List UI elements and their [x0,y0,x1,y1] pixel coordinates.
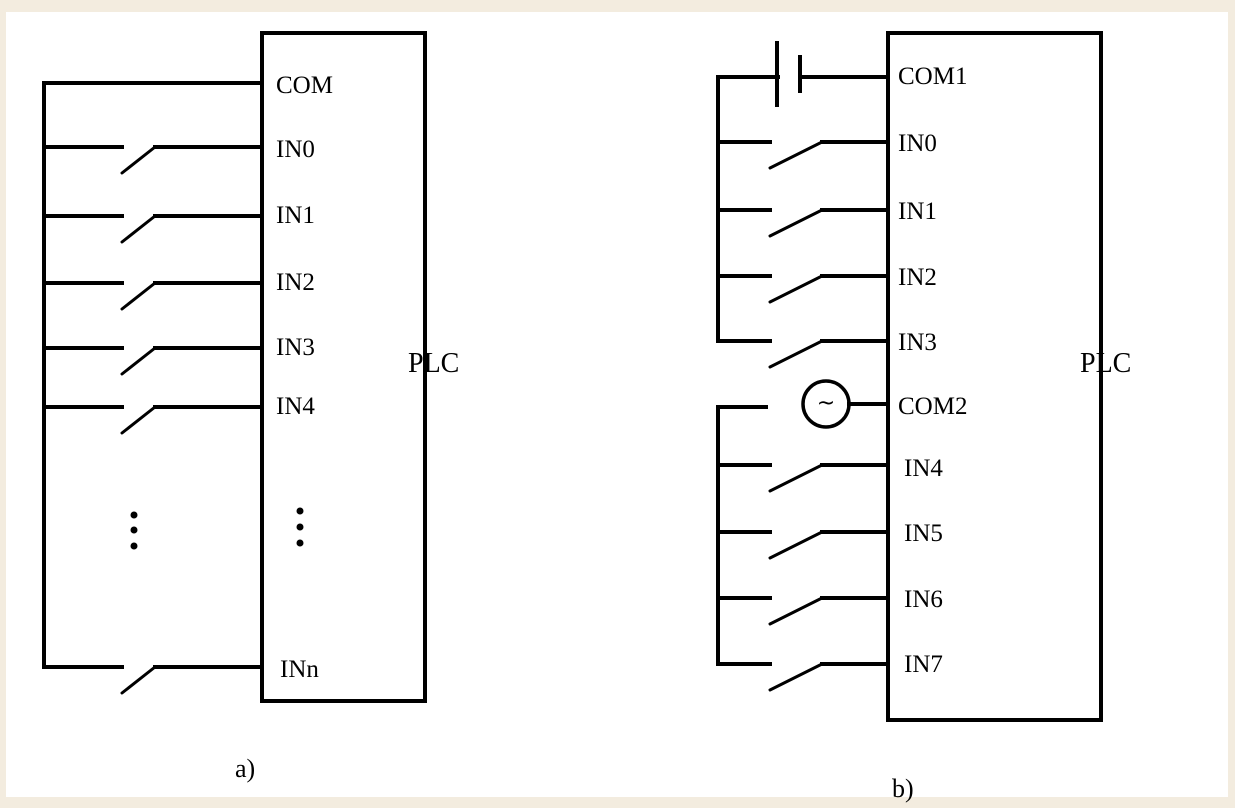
terminal-label-in1: IN1 [276,202,315,229]
switch-b-0 [716,140,890,170]
caption-a: a) [235,754,255,783]
battery-icon [775,41,890,107]
switch-b-7 [716,662,890,692]
terminal-label-in0: IN0 [276,136,315,163]
plc-label-a: PLC [408,348,459,379]
terminal-label-b-in0: IN0 [898,130,937,157]
terminal-label-b-in1: IN1 [898,198,937,225]
switch-a-4 [42,405,264,435]
caption-b: b) [892,774,914,803]
diagram-b: PLC COM1 ~ COM2 IN0 IN1 IN2 IN3 IN4 IN5 … [716,31,1131,803]
terminal-label-b-in7: IN7 [904,651,943,678]
switch-a-0 [42,145,264,175]
switch-b-1 [716,208,890,238]
terminal-label-b-in6: IN6 [904,586,943,613]
terminal-label-b-in5: IN5 [904,520,943,547]
switch-a-1 [42,214,264,244]
switch-b-4 [716,463,890,493]
terminal-label-in2: IN2 [276,269,315,296]
terminal-label-in3: IN3 [276,334,315,361]
plc-box-a [260,31,427,703]
terminal-label-com1: COM1 [898,63,967,90]
switch-b-3 [716,339,890,369]
plc-label-b: PLC [1080,348,1131,379]
terminal-label-b-in4: IN4 [904,455,943,482]
switch-a-3 [42,346,264,376]
ac-source-icon: ~ [801,379,890,429]
common-rail-a [42,81,264,669]
terminal-label-com2: COM2 [898,393,967,420]
terminal-label-inn: INn [280,656,319,683]
terminal-label-b-in2: IN2 [898,264,937,291]
plc-box-b [886,31,1103,722]
switch-b-2 [716,274,890,304]
switch-b-5 [716,530,890,560]
switch-a-2 [42,281,264,311]
svg-text:~: ~ [817,391,835,416]
diagram-a: PLC COM IN0 IN1 IN2 IN3 IN4 INn a) [42,31,459,783]
ellipsis-left-a [130,511,138,550]
terminal-label-b-in3: IN3 [898,329,937,356]
switch-a-n [42,665,264,695]
ellipsis-box-a [296,507,304,547]
terminal-label-in4: IN4 [276,393,315,420]
terminal-label-com: COM [276,72,333,99]
common-rail-b2 [716,405,772,666]
switch-b-6 [716,596,890,626]
